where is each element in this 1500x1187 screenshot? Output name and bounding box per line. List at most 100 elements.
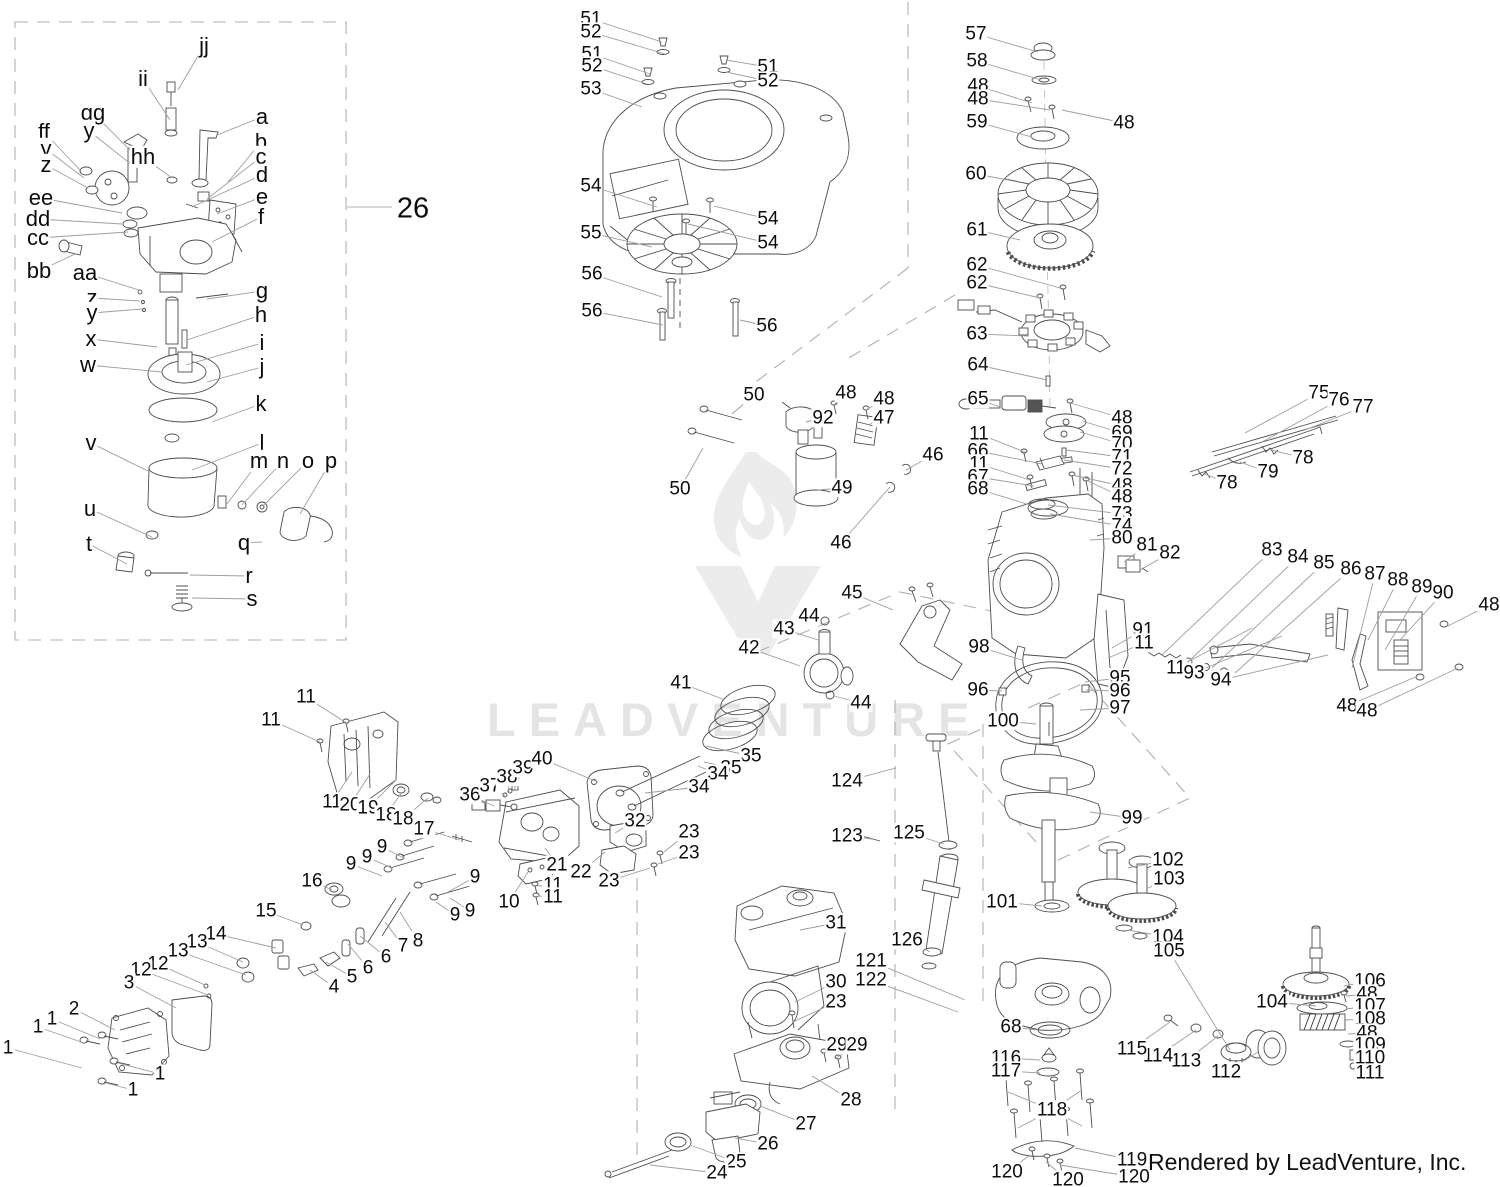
callout-6-215[interactable]: 6: [361, 957, 375, 979]
callout-l-28[interactable]: l: [258, 429, 266, 455]
callout-96-99[interactable]: 96: [966, 679, 990, 701]
callout-30-160[interactable]: 30: [824, 971, 848, 993]
callout-84-115[interactable]: 84: [1286, 546, 1310, 568]
callout-11-170[interactable]: 11: [260, 709, 282, 731]
callout-11-105[interactable]: 11: [1165, 657, 1187, 679]
callout-p-32[interactable]: p: [323, 447, 339, 473]
callout-48-66[interactable]: 48: [834, 382, 858, 404]
callout-123-126[interactable]: 123: [830, 825, 864, 847]
callout-1-208[interactable]: 1: [45, 1008, 59, 1030]
callout-44-76[interactable]: 44: [797, 605, 821, 627]
callout-112-145[interactable]: 112: [1209, 1061, 1243, 1083]
callout-22-184[interactable]: 22: [569, 861, 593, 883]
callout-34-220[interactable]: 34: [687, 776, 711, 798]
callout-11-171[interactable]: 11: [321, 791, 343, 813]
callout-34-219[interactable]: 34: [706, 763, 730, 785]
callout-96-101[interactable]: 96: [1108, 680, 1132, 702]
callout-48-86[interactable]: 48: [1110, 407, 1134, 429]
callout-88-119[interactable]: 88: [1386, 569, 1410, 591]
callout-56-52[interactable]: 56: [755, 315, 779, 337]
callout-46-70[interactable]: 46: [921, 444, 945, 466]
callout-9-193[interactable]: 9: [344, 853, 358, 875]
callout-44-80[interactable]: 44: [849, 692, 873, 714]
callout-63-63[interactable]: 63: [965, 323, 989, 345]
callout-9-194[interactable]: 9: [468, 866, 482, 888]
callout-16-197[interactable]: 16: [300, 870, 324, 892]
callout-11-169[interactable]: 11: [295, 686, 317, 708]
callout-48-68[interactable]: 48: [872, 388, 896, 410]
callout-62-61[interactable]: 62: [965, 254, 989, 276]
callout-124-125[interactable]: 124: [830, 770, 864, 792]
callout-14-201[interactable]: 14: [204, 923, 228, 945]
callout-48-123[interactable]: 48: [1335, 695, 1359, 717]
callout-aa-11[interactable]: aa: [71, 259, 99, 285]
callout-48-92[interactable]: 48: [1110, 486, 1134, 508]
callout-110-143[interactable]: 110: [1353, 1047, 1387, 1069]
callout-50-72[interactable]: 50: [742, 384, 766, 406]
callout-80-95[interactable]: 80: [1110, 527, 1134, 549]
callout-48-56[interactable]: 48: [966, 88, 990, 110]
callout-a-17[interactable]: a: [254, 103, 270, 129]
callout-101-129[interactable]: 101: [985, 891, 1019, 913]
callout-17-176[interactable]: 17: [412, 818, 436, 840]
callout-56-50[interactable]: 56: [580, 263, 604, 285]
callout-13-202[interactable]: 13: [185, 931, 209, 953]
callout-9-196[interactable]: 9: [463, 900, 477, 922]
callout-119-153[interactable]: 119: [1115, 1149, 1149, 1171]
callout-f-22[interactable]: f: [256, 203, 266, 229]
callout-1-211[interactable]: 1: [153, 1063, 167, 1085]
callout-39-180[interactable]: 39: [511, 757, 535, 779]
callout-49-71[interactable]: 49: [830, 477, 854, 499]
callout-64-64[interactable]: 64: [966, 354, 990, 376]
callout-23-161[interactable]: 23: [824, 991, 848, 1013]
callout-92-67[interactable]: 92: [811, 407, 835, 429]
callout-61-60[interactable]: 61: [965, 219, 989, 241]
callout-5-214[interactable]: 5: [345, 966, 359, 988]
callout-53-43[interactable]: 53: [579, 78, 603, 100]
callout-97-102[interactable]: 97: [1108, 697, 1132, 719]
callout-81-96[interactable]: 81: [1135, 534, 1159, 556]
callout-75-108[interactable]: 75: [1307, 382, 1331, 404]
callout-122-158[interactable]: 122: [854, 969, 888, 991]
callout-y-13[interactable]: y: [85, 299, 99, 325]
callout-9-195[interactable]: 9: [448, 904, 462, 926]
inset-reference-number[interactable]: 26: [394, 192, 432, 226]
callout-55-48[interactable]: 55: [579, 222, 603, 244]
callout-125-127[interactable]: 125: [892, 822, 926, 844]
callout-42-78[interactable]: 42: [737, 637, 761, 659]
callout-83-114[interactable]: 83: [1260, 539, 1284, 561]
callout-115-148[interactable]: 115: [1115, 1038, 1149, 1060]
callout-40-181[interactable]: 40: [530, 748, 554, 770]
callout-54-47[interactable]: 54: [756, 208, 780, 230]
callout-57-53[interactable]: 57: [964, 23, 988, 45]
callout-25-167[interactable]: 25: [724, 1151, 748, 1173]
callout-jj-0[interactable]: jj: [198, 32, 210, 58]
callout-1-212[interactable]: 1: [126, 1079, 140, 1101]
callout-105-135[interactable]: 105: [1152, 940, 1186, 962]
callout-99-130[interactable]: 99: [1120, 807, 1144, 829]
callout-24-168[interactable]: 24: [705, 1162, 729, 1184]
callout-21-183[interactable]: 21: [545, 854, 569, 876]
callout-18-175[interactable]: 18: [391, 808, 415, 830]
callout-77-110[interactable]: 77: [1351, 396, 1375, 418]
callout-4-213[interactable]: 4: [327, 976, 341, 998]
callout-6-216[interactable]: 6: [379, 946, 393, 968]
callout-114-147[interactable]: 114: [1141, 1045, 1175, 1067]
callout-29-162[interactable]: 29: [825, 1034, 849, 1056]
callout-1-210[interactable]: 1: [1, 1037, 15, 1059]
callout-j-26[interactable]: j: [258, 353, 266, 379]
callout-23-185[interactable]: 23: [677, 821, 701, 843]
callout-85-116[interactable]: 85: [1312, 552, 1336, 574]
callout-ii-1[interactable]: ii: [137, 65, 149, 91]
callout-52-40[interactable]: 52: [579, 21, 603, 43]
callout-120-155[interactable]: 120: [1051, 1170, 1085, 1187]
callout-26-166[interactable]: 26: [756, 1133, 780, 1155]
callout-100-131[interactable]: 100: [986, 710, 1020, 732]
callout-u-34[interactable]: u: [82, 495, 98, 521]
callout-48-124[interactable]: 48: [1355, 700, 1379, 722]
callout-82-97[interactable]: 82: [1158, 542, 1182, 564]
callout-45-75[interactable]: 45: [840, 582, 864, 604]
callout-9-192[interactable]: 9: [360, 846, 374, 868]
callout-126-128[interactable]: 126: [890, 929, 924, 951]
callout-cc-9[interactable]: cc: [26, 224, 50, 250]
